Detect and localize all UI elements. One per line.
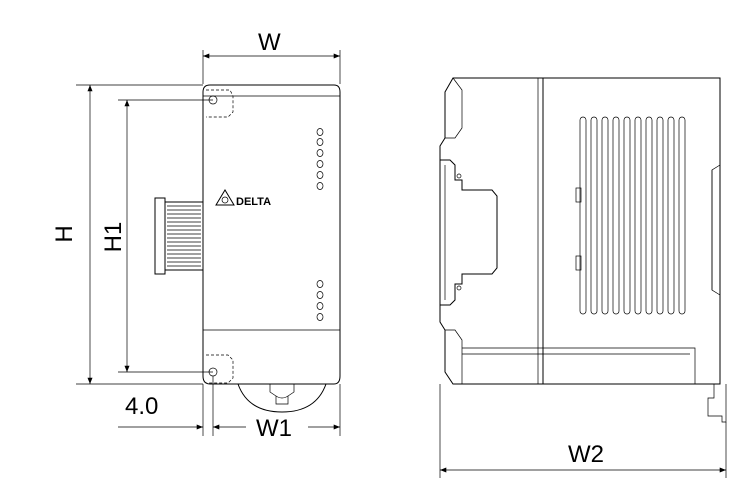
vent-slot — [645, 116, 653, 315]
dim-h-label: H — [51, 225, 78, 242]
bottom-rail — [462, 347, 696, 384]
front-body-outline — [202, 84, 341, 385]
dim-w: W — [202, 29, 341, 84]
side-connector — [154, 197, 204, 275]
housing-tab-upper — [575, 187, 582, 203]
vent-slot — [601, 116, 609, 315]
dim-w1: 4.0 W1 — [118, 376, 341, 442]
dim-w1-label: W1 — [256, 415, 292, 442]
side-connector-clip — [440, 159, 498, 306]
vent-slot — [634, 116, 642, 315]
dim-w-label: W — [258, 29, 281, 56]
dim-h1-label: H1 — [100, 222, 127, 253]
led-group-lower — [316, 280, 324, 321]
vent-slot — [612, 116, 620, 315]
dim-h: H — [51, 84, 203, 385]
front-view: DELTA — [154, 84, 341, 413]
vent-slot — [590, 116, 598, 315]
ventilation-slots — [579, 116, 686, 315]
brand-name: DELTA — [236, 196, 271, 208]
bottom-mounting-hole — [206, 354, 234, 384]
delta-logo: DELTA — [215, 189, 271, 208]
dim-offset-label: 4.0 — [125, 393, 158, 420]
din-clip — [237, 383, 327, 413]
dim-w2-label: W2 — [568, 441, 604, 468]
vent-slot — [667, 116, 675, 315]
side-body-outline — [439, 77, 721, 385]
top-mounting-hole — [206, 89, 234, 118]
led-group-upper — [316, 128, 324, 190]
side-view — [439, 77, 727, 423]
vent-slot — [678, 116, 686, 315]
dim-h1: H1 — [100, 99, 213, 373]
vent-slot — [579, 116, 587, 315]
vent-slot — [623, 116, 631, 315]
rear-din-rail — [707, 164, 727, 423]
vent-slot — [656, 116, 664, 315]
dim-w2: W2 — [439, 384, 727, 478]
housing-tab-lower — [575, 255, 582, 271]
